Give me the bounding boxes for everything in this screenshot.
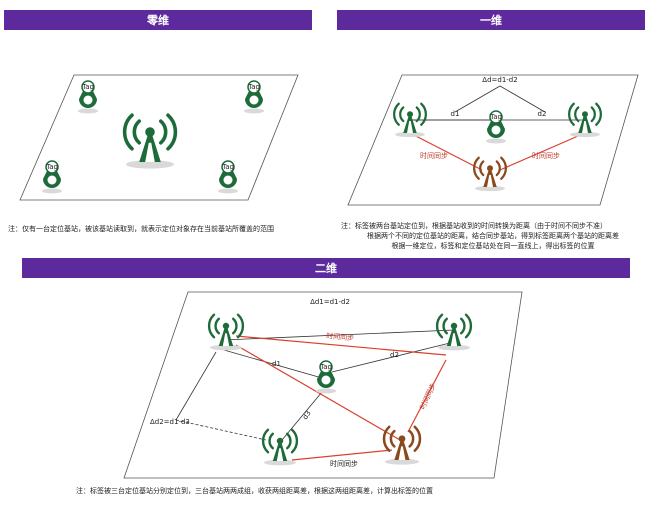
sync-label: 时间同步 <box>330 459 358 468</box>
base-station-icon <box>122 113 178 171</box>
sync-station-icon <box>473 156 507 193</box>
sync-label: 时间同步 <box>420 151 448 160</box>
connection-line <box>281 391 323 441</box>
tag-icon: Tag <box>315 360 337 395</box>
base-station-icon <box>207 313 245 352</box>
panel-note: 注：标签被三台定位基站分别定位到，三台基站两两成组，收获两组距离差，根据这两组距… <box>76 487 433 495</box>
sync-line-right <box>499 132 586 171</box>
panel-title: 零维 <box>4 10 312 30</box>
svg-text:Tag: Tag <box>221 163 234 171</box>
d2-label: d2 <box>538 110 547 118</box>
panel-note-line2: 根据两个不同的定位基站的距离，结合同步基站，得到标签距离两个基站的距离差 <box>367 232 619 240</box>
panel-zero-dimension: 零维 注：仅有一台定位基站，被该基站读取到，就表示定位对象存在当前基站所覆盖的范… <box>4 10 312 248</box>
tag-icon: Tag <box>243 80 265 115</box>
ground-plane <box>19 74 299 201</box>
formula-label: Δd=d1-d2 <box>482 76 517 84</box>
tag-icon: Tag <box>217 160 239 195</box>
panel-note-line3: 根据一维定位，标签和定位基站处在同一直线上，得出标签的位置 <box>391 242 595 250</box>
svg-text:Tag: Tag <box>489 113 502 121</box>
base-station-icon <box>568 102 602 139</box>
base-station-icon <box>393 102 427 139</box>
panel-note: 注：仅有一台定位基站，被该基站读取到，就表示定位对象存在当前基站所覆盖的范围 <box>8 225 274 233</box>
sync-line <box>291 449 393 461</box>
connection-line <box>175 419 267 441</box>
panel-title: 二维 <box>22 258 630 278</box>
connection-line <box>331 341 455 373</box>
sync-line-left <box>409 132 483 171</box>
panel-note-line1: 注：标签被两台基站定位到，根据基站收到的时间转换为距离（由于时间不同步不准） <box>341 222 607 230</box>
d1-label: d1 <box>451 110 460 118</box>
tag-icon: Tag <box>485 110 507 145</box>
tag-icon: Tag <box>77 80 99 115</box>
ground-plane <box>123 291 523 479</box>
d2-label: d2 <box>390 351 399 359</box>
difference-bracket <box>454 85 546 113</box>
d3-label: d3 <box>301 409 313 421</box>
svg-text:Tag: Tag <box>247 83 260 91</box>
sync-label: 时间同步 <box>532 151 560 160</box>
tag-icon: Tag <box>41 160 63 195</box>
svg-text:Tag: Tag <box>81 83 94 91</box>
sync-label: 时间同步 <box>326 331 355 342</box>
sync-line <box>407 359 447 433</box>
ground-plane <box>347 74 639 206</box>
connection-line <box>223 349 323 379</box>
sync-label: 时间同步 <box>418 382 438 411</box>
sync-line <box>235 335 447 356</box>
svg-text:Tag: Tag <box>319 363 332 371</box>
formula-label: Δd2=d1-d3 <box>150 418 190 426</box>
svg-text:Tag: Tag <box>45 163 58 171</box>
formula-label: Δd1=d1-d2 <box>310 298 350 306</box>
connection-line <box>175 351 217 421</box>
d1-label: d1 <box>272 360 281 368</box>
sync-station-icon <box>382 425 422 466</box>
base-station-icon <box>261 428 299 467</box>
panel-title: 一维 <box>337 10 645 30</box>
